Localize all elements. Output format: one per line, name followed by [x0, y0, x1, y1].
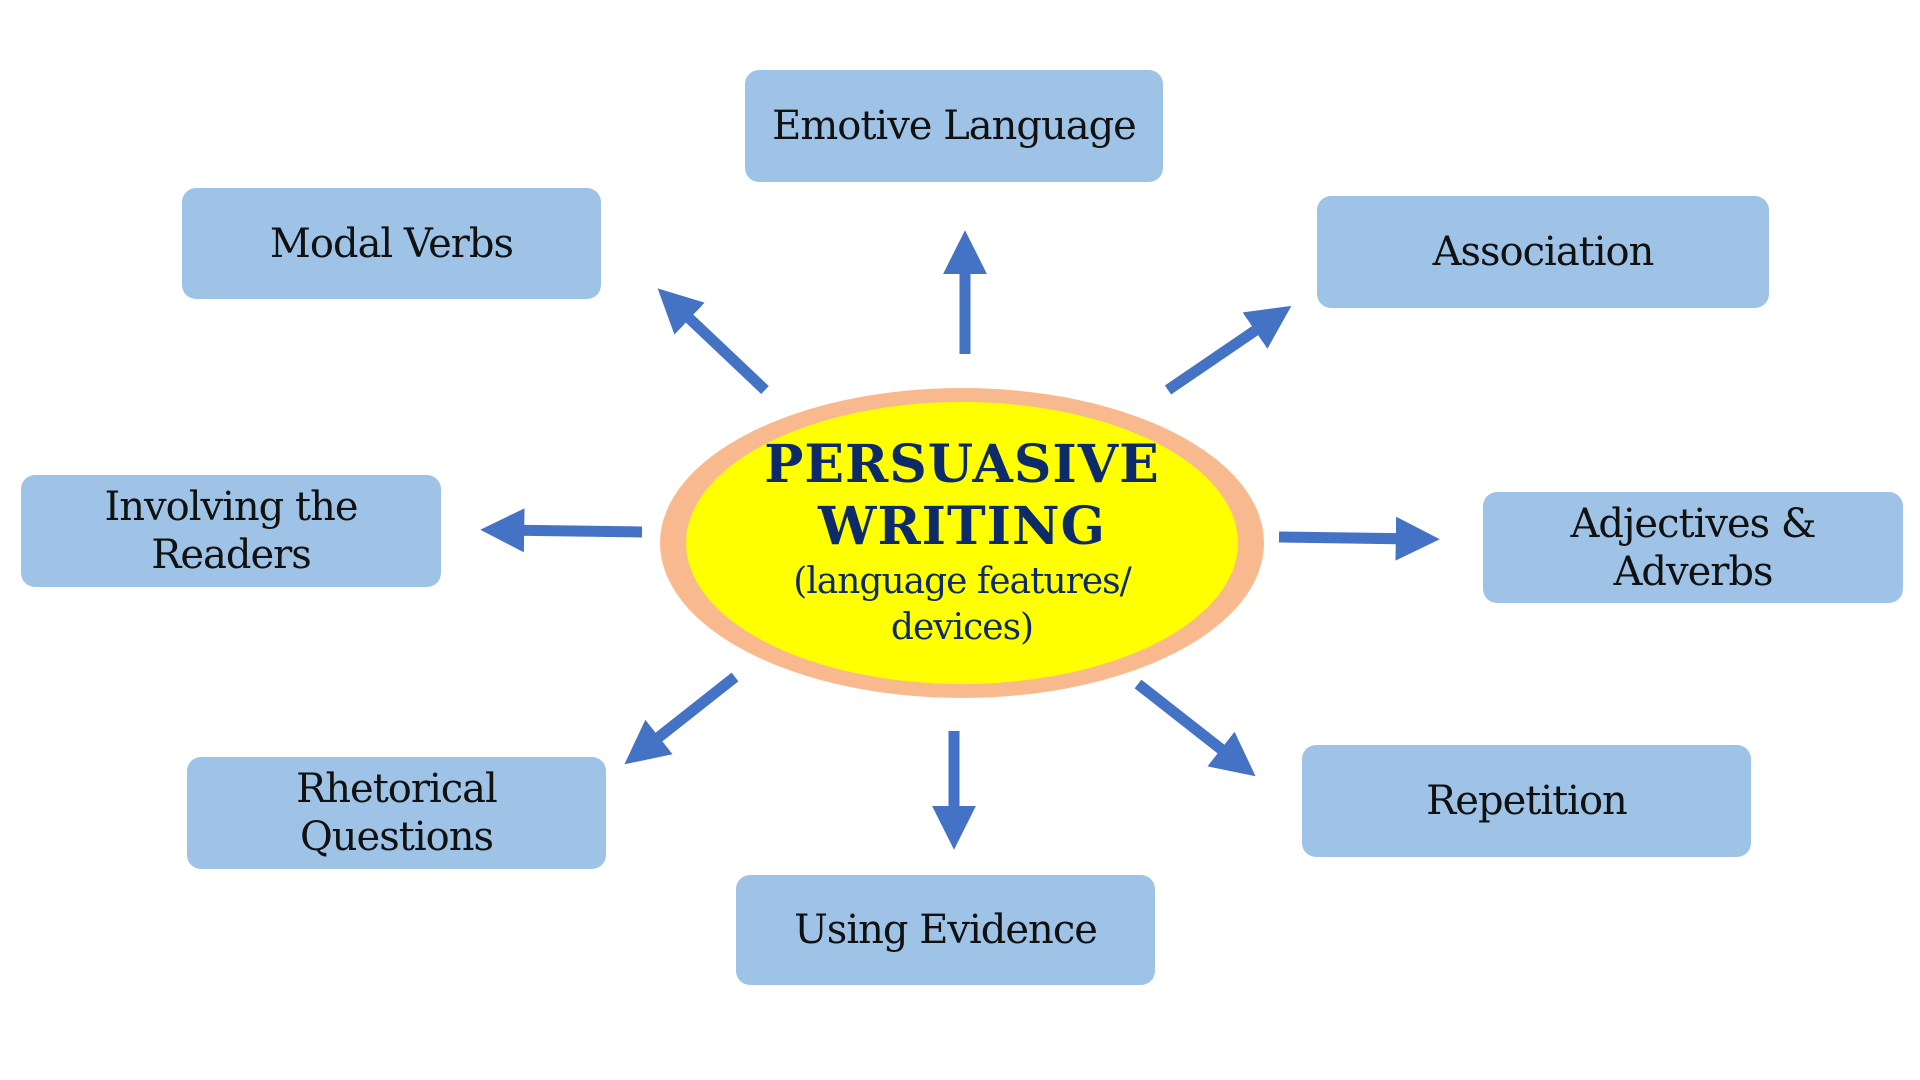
node-label-line2: Questions: [299, 814, 494, 860]
arrow-down-right-icon: [1134, 679, 1256, 777]
node-label: Association: [1432, 229, 1655, 275]
node-label-line1: Rhetorical: [296, 766, 498, 812]
arrow-left-icon: [480, 508, 643, 553]
node-using-evidence: Using Evidence: [736, 875, 1155, 985]
node-label: Using Evidence: [794, 907, 1098, 953]
node-label: Repetition: [1426, 778, 1628, 824]
arrow-down-left-icon: [624, 672, 739, 765]
node-label-line1: Adjectives &: [1570, 500, 1817, 547]
arrow-up-right-icon: [1164, 305, 1292, 395]
center-topic: PERSUASIVE WRITING (language features/ d…: [686, 402, 1238, 684]
center-title-line2: WRITING: [818, 496, 1106, 558]
arrow-right-icon: [1278, 516, 1440, 561]
node-emotive-language: Emotive Language: [745, 70, 1163, 182]
node-involving-the-readers: Involving the Readers: [21, 475, 441, 587]
node-association: Association: [1317, 196, 1769, 308]
node-label-line1: Involving the: [104, 484, 358, 530]
center-subtitle-line1: (language features/: [793, 560, 1132, 602]
center-title-line1: PERSUASIVE: [764, 433, 1160, 495]
arrow-up-left-icon: [657, 288, 769, 394]
node-label-line2: Readers: [151, 532, 312, 578]
node-adjectives-adverbs: Adjectives & Adverbs: [1483, 492, 1903, 603]
node-modal-verbs: Modal Verbs: [182, 188, 601, 299]
node-repetition: Repetition: [1302, 745, 1751, 857]
node-label-line2: Adverbs: [1613, 548, 1773, 595]
node-label: Modal Verbs: [269, 220, 514, 267]
center-subtitle-line2: devices): [890, 607, 1034, 649]
node-rhetorical-questions: Rhetorical Questions: [187, 757, 606, 869]
node-label: Emotive Language: [772, 103, 1137, 149]
